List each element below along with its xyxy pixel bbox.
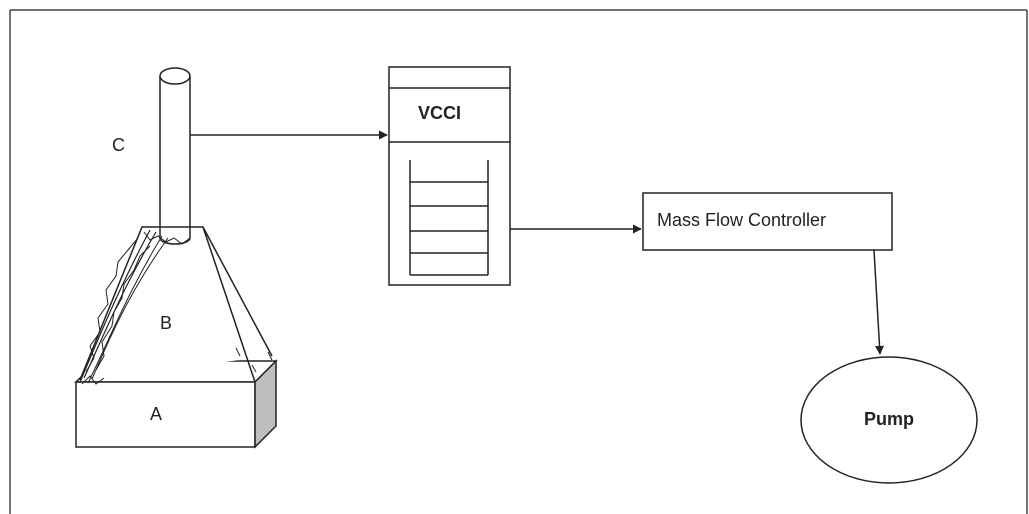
label-a: A — [150, 404, 162, 424]
vcci-impactor: VCCI — [388, 66, 511, 286]
tube-c — [159, 67, 191, 245]
figure-frame — [9, 9, 1028, 514]
arrow-mfc-to-pump — [873, 249, 885, 355]
vcci-label: VCCI — [418, 103, 461, 123]
mfc-label: Mass Flow Controller — [657, 210, 826, 230]
vcci-stages — [409, 160, 489, 276]
pump-label: Pump — [864, 409, 914, 429]
pump-ellipse: Pump — [800, 356, 978, 484]
label-c: C — [112, 135, 125, 155]
base-box-a — [74, 359, 278, 449]
mass-flow-controller-box: Mass Flow Controller — [642, 192, 893, 251]
label-b: B — [160, 313, 172, 333]
sampler-assembly: C B A — [74, 67, 278, 449]
